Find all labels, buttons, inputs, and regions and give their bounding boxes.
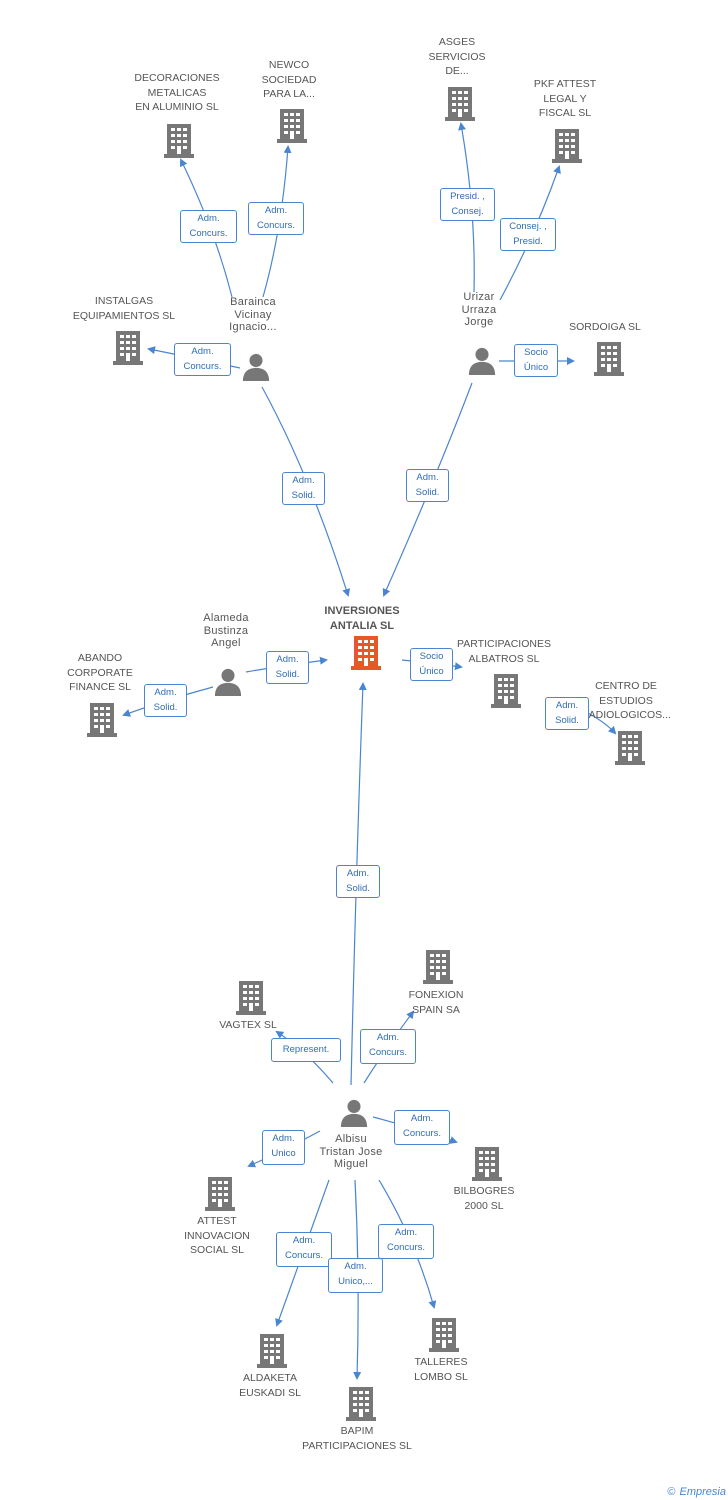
center-company-label[interactable]: INVERSIONES ANTALIA SL: [324, 605, 400, 632]
building-icon-bapim[interactable]: [346, 1387, 376, 1421]
building-icon-center[interactable]: [351, 636, 381, 670]
relation-badge-e13[interactable]: Adm. Solid.: [545, 697, 589, 730]
relation-badge-e15[interactable]: Adm. Concurs.: [360, 1029, 416, 1064]
building-icon-abando[interactable]: [87, 703, 117, 737]
company-label-newco[interactable]: NEWCO SOCIEDAD PARA LA...: [261, 59, 317, 100]
relation-badge-e3[interactable]: Presid. , Consej.: [440, 188, 495, 221]
building-icon-asges[interactable]: [445, 87, 475, 121]
person-label-baraninca[interactable]: Barainca Vicinay Ignacio...: [229, 296, 277, 333]
company-label-instalgas[interactable]: INSTALGAS EQUIPAMIENTOS SL: [72, 295, 176, 322]
relation-badge-e1[interactable]: Adm. Concurs.: [180, 210, 237, 243]
relation-badge-e8[interactable]: Adm. Solid.: [406, 469, 449, 502]
company-label-sordoiga[interactable]: SORDOIGA SL: [569, 321, 641, 333]
relation-badge-e11[interactable]: Socio Único: [410, 648, 453, 681]
company-label-bapim[interactable]: BAPIM PARTICIPACIONES SL: [302, 1425, 412, 1452]
building-icon-aldaketa[interactable]: [257, 1334, 287, 1368]
relation-badge-e12[interactable]: Adm. Solid.: [336, 865, 380, 898]
person-icon-urizar[interactable]: [468, 347, 496, 375]
relation-badge-e19[interactable]: Adm. Unico,...: [328, 1258, 383, 1293]
relation-badge-e5[interactable]: Adm. Concurs.: [174, 343, 231, 376]
relation-badge-e16[interactable]: Adm. Concurs.: [394, 1110, 450, 1145]
relation-badge-e9[interactable]: Adm. Solid.: [266, 651, 309, 684]
company-label-participaciones[interactable]: PARTICIPACIONES ALBATROS SL: [457, 638, 551, 665]
relation-badge-e20[interactable]: Adm. Concurs.: [378, 1224, 434, 1259]
company-label-decoraciones[interactable]: DECORACIONES METALICAS EN ALUMINIO SL: [134, 72, 220, 113]
person-label-alameda[interactable]: Alameda Bustinza Angel: [203, 612, 249, 649]
relation-badge-e2[interactable]: Adm. Concurs.: [248, 202, 304, 235]
company-label-talleres[interactable]: TALLERES LOMBO SL: [414, 1356, 468, 1383]
footer-brand[interactable]: ©Empresia: [667, 1486, 726, 1498]
person-icon-baraninca[interactable]: [242, 353, 270, 381]
company-label-fonexion[interactable]: FONEXION SPAIN SA: [408, 989, 464, 1016]
company-label-abando[interactable]: ABANDO CORPORATE FINANCE SL: [67, 652, 133, 693]
building-icon-attest[interactable]: [205, 1177, 235, 1211]
building-icon-talleres[interactable]: [429, 1318, 459, 1352]
person-label-albisu[interactable]: Albisu Tristan Jose Miguel: [319, 1133, 383, 1170]
person-icon-albisu[interactable]: [340, 1099, 368, 1127]
building-icon-centro[interactable]: [615, 731, 645, 765]
company-label-pkf[interactable]: PKF ATTEST LEGAL Y FISCAL SL: [533, 78, 597, 119]
company-label-centro[interactable]: CENTRO DE ESTUDIOS RADIOLOGICOS...: [581, 680, 671, 721]
company-label-aldaketa[interactable]: ALDAKETA EUSKADI SL: [239, 1372, 301, 1399]
building-icon-pkf[interactable]: [552, 129, 582, 163]
building-icon-newco[interactable]: [277, 109, 307, 143]
building-icon-sordoiga[interactable]: [594, 342, 624, 376]
brand-name: Empresia: [679, 1486, 726, 1498]
person-icon-alameda[interactable]: [214, 668, 242, 696]
copyright-icon: ©: [667, 1486, 676, 1498]
relation-badge-e17[interactable]: Adm. Unico: [262, 1130, 305, 1165]
company-label-bilbogres[interactable]: BILBOGRES 2000 SL: [453, 1185, 515, 1212]
building-icon-fonexion[interactable]: [423, 950, 453, 984]
company-label-asges[interactable]: ASGES SERVICIOS DE...: [428, 36, 486, 77]
relation-badge-e10[interactable]: Adm. Solid.: [144, 684, 187, 717]
relation-badge-e14[interactable]: Represent.: [271, 1038, 341, 1062]
building-icon-instalgas[interactable]: [113, 331, 143, 365]
relation-badge-e7[interactable]: Adm. Solid.: [282, 472, 325, 505]
building-icon-vagtex[interactable]: [236, 981, 266, 1015]
company-label-attest[interactable]: ATTEST INNOVACION SOCIAL SL: [184, 1215, 250, 1256]
building-icon-participaciones[interactable]: [491, 674, 521, 708]
relation-badge-e18[interactable]: Adm. Concurs.: [276, 1232, 332, 1267]
company-label-vagtex[interactable]: VAGTEX SL: [219, 1019, 277, 1031]
relation-badge-e4[interactable]: Consej. , Presid.: [500, 218, 556, 251]
edge-connector-e13: [585, 711, 617, 735]
building-icon-decoraciones[interactable]: [164, 124, 194, 158]
building-icon-bilbogres[interactable]: [472, 1147, 502, 1181]
relation-badge-e6[interactable]: Socio Único: [514, 344, 558, 377]
person-label-urizar[interactable]: Urizar Urraza Jorge: [461, 291, 497, 328]
